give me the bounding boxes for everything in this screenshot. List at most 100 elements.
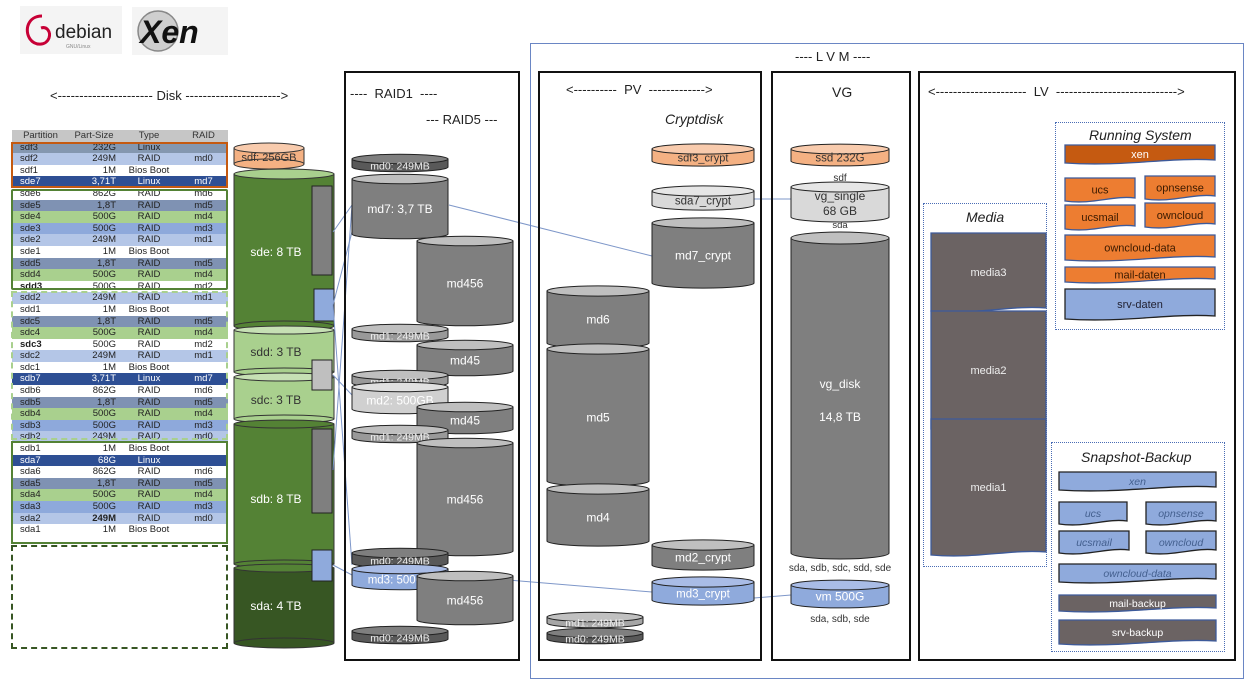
disk-sdf[interactable]: sdf: 256GB — [233, 142, 305, 170]
pv-md4[interactable]: md4 — [546, 483, 650, 547]
vg-panel — [771, 71, 911, 661]
raid-md45-a[interactable]: md45 — [416, 339, 514, 377]
lv-run-xen-label: xen — [1131, 149, 1149, 161]
raid-md0-bottom[interactable]: md0: 249MB — [351, 625, 449, 644]
lv-media1[interactable]: media1 — [930, 418, 1047, 557]
lv-run-ucs[interactable]: ucs — [1064, 177, 1136, 203]
pv-sdf3-crypt[interactable]: sdf3_crypt — [651, 143, 755, 167]
raid-md7[interactable]: md7: 3,7 TB — [351, 173, 449, 240]
lv-snap-owncloud-data[interactable]: owncloud-data — [1058, 563, 1217, 584]
pv-md2-crypt[interactable]: md2_crypt — [651, 539, 755, 571]
raid-md456-b[interactable]: md456 — [416, 437, 514, 557]
raid-md1-a[interactable]: md1: 249MB — [351, 323, 449, 342]
lv-run-mail-daten[interactable]: mail-daten — [1064, 266, 1216, 284]
lv-snap-xen[interactable]: xen — [1058, 471, 1217, 492]
raid-md456-c[interactable]: md456 — [416, 570, 514, 626]
lv-media3[interactable]: media3 — [930, 232, 1047, 313]
raid-md0-top-label: md0: 249MB — [370, 160, 430, 172]
partition-cell-partition: sdc2 — [20, 350, 41, 362]
raid-md0-top[interactable]: md0: 249MB — [351, 153, 449, 172]
partition-cell-type: RAID — [137, 187, 161, 199]
pv-md3-crypt[interactable]: md3_crypt — [651, 576, 755, 606]
lv-snap-srv-backup[interactable]: srv-backup — [1058, 619, 1217, 646]
vg-vm[interactable]: vm 500G — [790, 579, 890, 609]
lv-run-xen[interactable]: xen — [1064, 144, 1216, 165]
partition-cell-size: 68G — [98, 454, 116, 466]
lv-run-srv-daten[interactable]: srv-daten — [1064, 288, 1216, 321]
vg-vm-label: vm 500G — [816, 589, 865, 603]
partition-cell-type: RAID — [137, 211, 161, 223]
partition-cell-size: 249M — [92, 292, 116, 304]
lv-snap-mail-backup[interactable]: mail-backup — [1058, 594, 1217, 613]
partition-cell-size: 3,71T — [91, 176, 116, 188]
xen-circle-icon — [137, 10, 179, 52]
partition-cell-raid: md5 — [194, 257, 213, 269]
raid-md456-a[interactable]: md456 — [416, 235, 514, 327]
pv-md6[interactable]: md6 — [546, 285, 650, 349]
pv-md1[interactable]: md1: 249MB — [546, 611, 644, 629]
lv-snap-ucsmail[interactable]: ucsmail — [1058, 530, 1130, 555]
lv-run-owncloud[interactable]: owncloud — [1144, 202, 1216, 229]
pv-md5[interactable]: md5 — [546, 343, 650, 487]
lv-snap-ucs[interactable]: ucs — [1058, 501, 1128, 526]
partition-cell-partition: sde2 — [20, 234, 41, 246]
partition-cell-partition: sde5 — [20, 199, 41, 211]
lv-media2[interactable]: media2 — [930, 310, 1047, 431]
partition-cell-type: RAID — [137, 431, 161, 443]
pv-sda7-crypt[interactable]: sda7_crypt — [651, 185, 755, 211]
lv-snap-opnsense[interactable]: opnsense — [1145, 501, 1217, 526]
vg-ssd[interactable]: ssd 232G — [790, 143, 890, 167]
partition-cell-raid: md3 — [194, 419, 213, 431]
partition-cell-type: RAID — [137, 292, 161, 304]
lv-run-opnsense[interactable]: opnsense — [1144, 175, 1216, 201]
lv-run-ucsmail[interactable]: ucsmail — [1064, 204, 1136, 231]
disk-sdb[interactable]: sdb: 8 TB — [233, 419, 335, 569]
raid-md45-b[interactable]: md45 — [416, 401, 514, 435]
disk-sdd[interactable]: sdd: 3 TB — [233, 325, 335, 377]
disk-sda[interactable]: sda: 4 TB — [233, 549, 335, 649]
pv-md0[interactable]: md0: 249MB — [546, 627, 644, 645]
disk-sde[interactable]: sde: 8 TB — [233, 168, 335, 332]
lv-run-owncloud-data[interactable]: owncloud-data — [1064, 234, 1216, 262]
pv-md7-crypt[interactable]: md7_crypt — [651, 217, 755, 289]
lv-snap-owncloud[interactable]: owncloud — [1145, 530, 1217, 555]
